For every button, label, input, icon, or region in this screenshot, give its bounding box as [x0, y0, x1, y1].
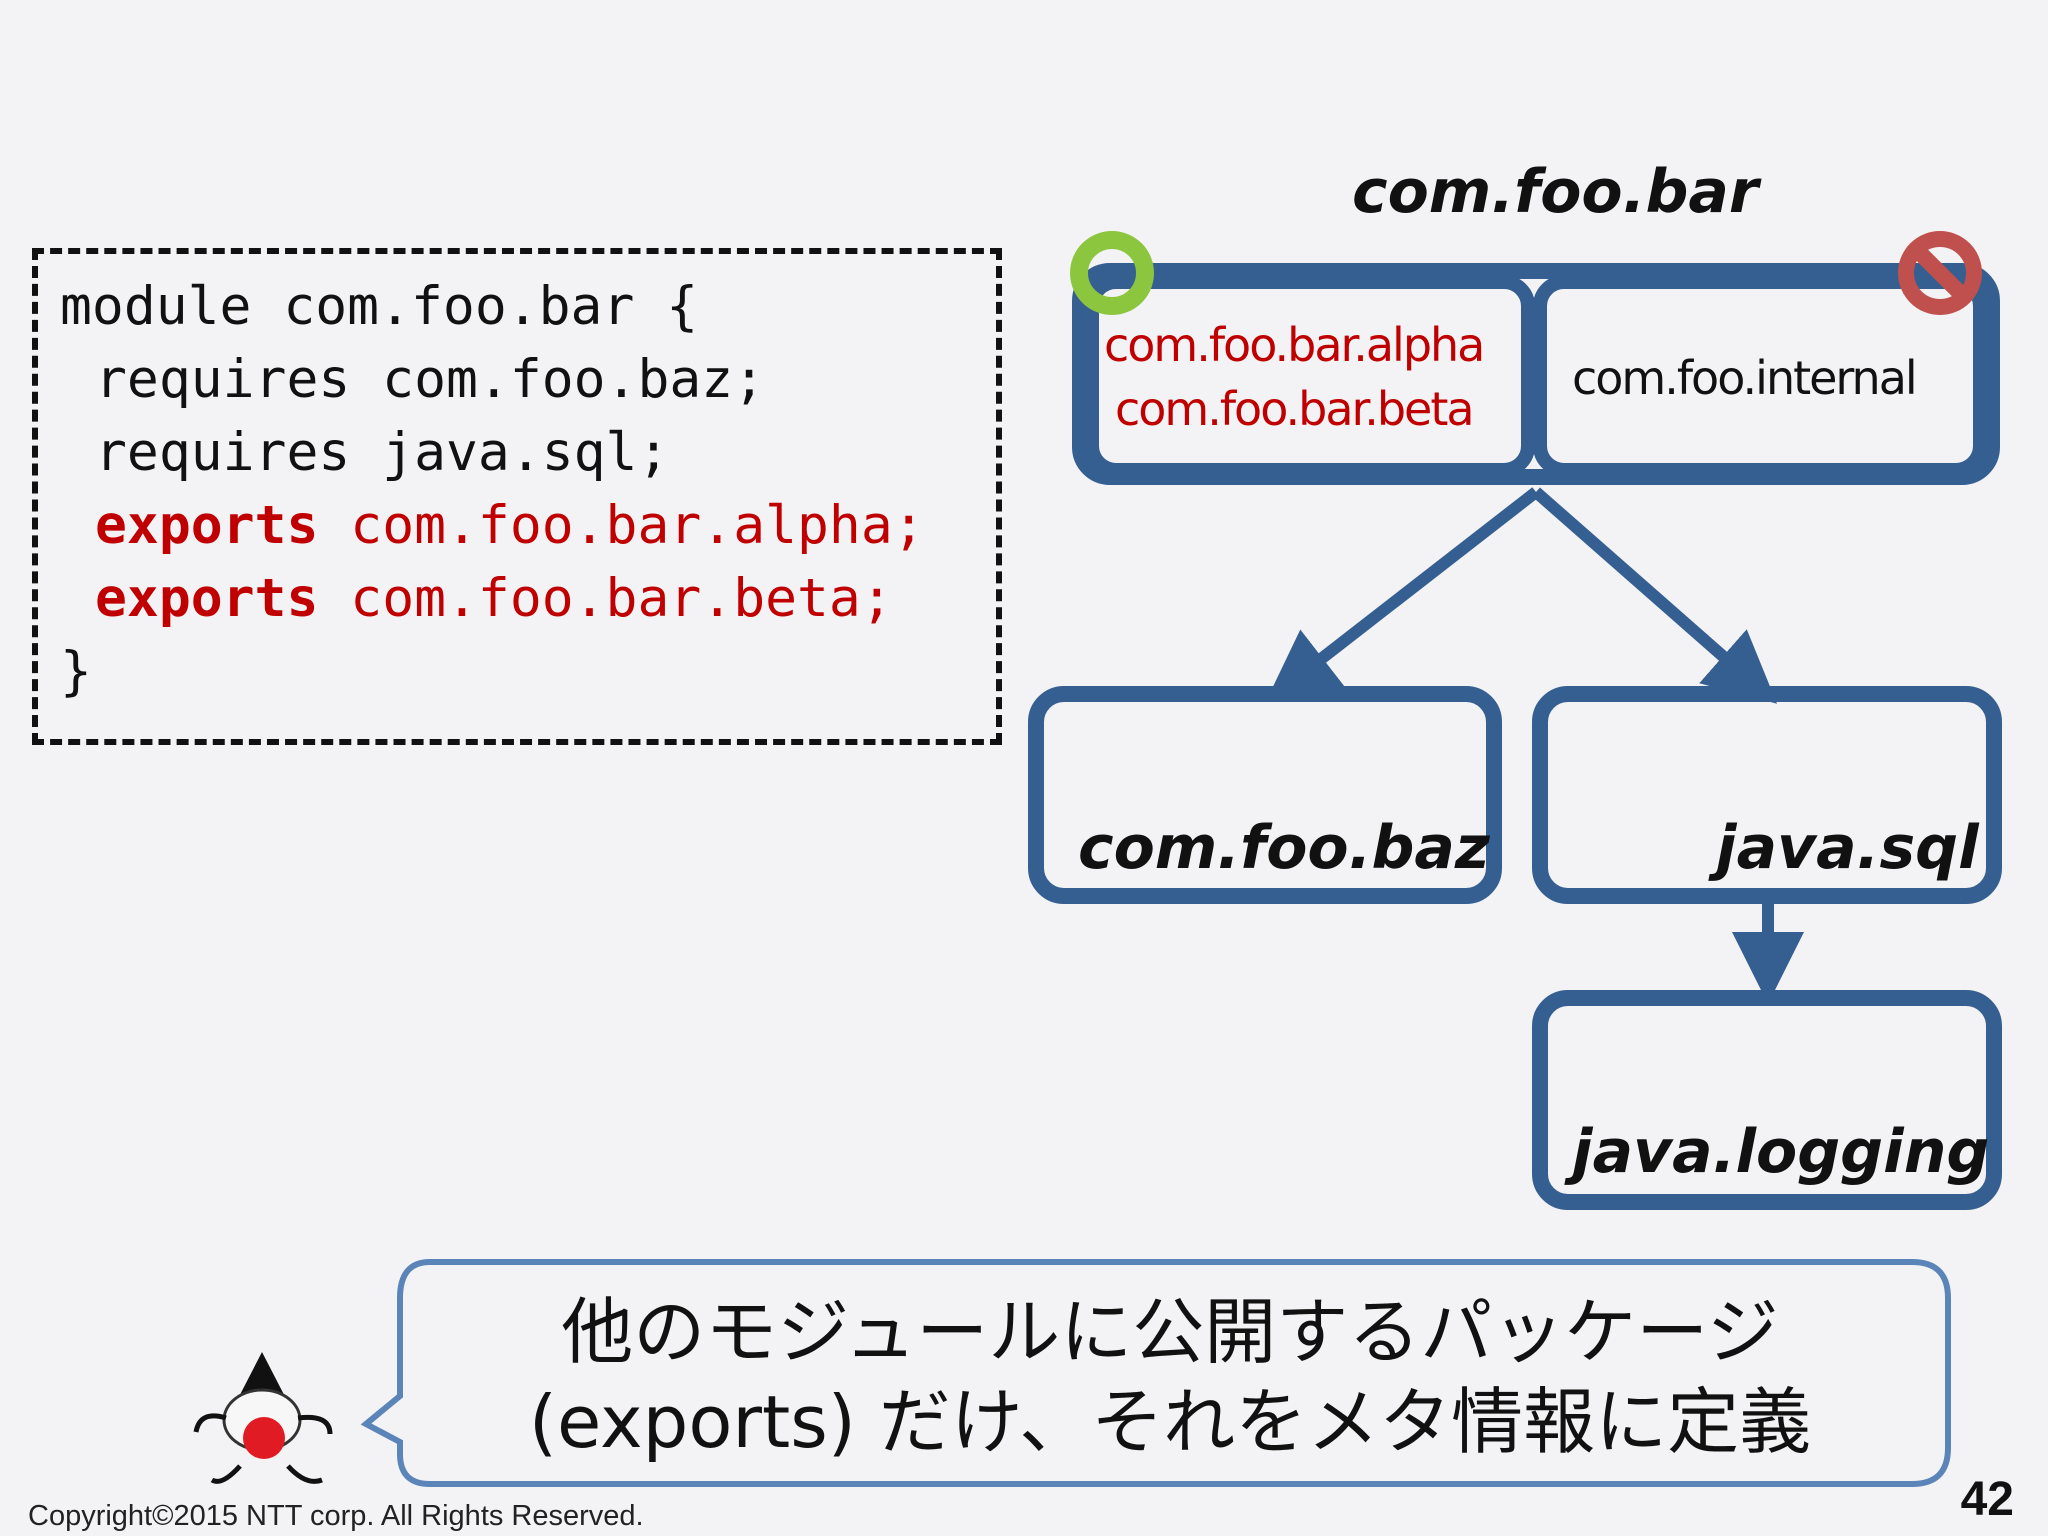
internal-package-box — [1533, 275, 1987, 477]
logging-module-box — [1532, 990, 2002, 1210]
exported-package-beta: com.foo.bar.beta — [1115, 382, 1475, 436]
main-module-box — [1072, 263, 2000, 485]
page-number: 42 — [1960, 1473, 2014, 1526]
bubble-text-line2: (exports) だけ、それをメタ情報に定義 — [528, 1380, 1812, 1464]
duke-mascot-icon — [193, 1352, 333, 1484]
internal-package-label: com.foo.internal — [1572, 351, 1918, 405]
exported-packages-box — [1085, 275, 1535, 477]
code-line-requires-sql: requires java.sql; — [95, 422, 670, 483]
code-line-closing-brace: } — [60, 641, 92, 702]
exports-alpha-value: com.foo.bar.alpha; — [318, 495, 925, 556]
arrow-to-sql — [1532, 487, 1778, 704]
baz-module-box — [1028, 686, 1502, 904]
open-circle-icon — [1070, 231, 1154, 315]
bubble-text-line1: 他のモジュールに公開するパッケージ — [561, 1290, 1779, 1374]
exports-keyword: exports — [95, 568, 319, 629]
code-line-requires-baz: requires com.foo.baz; — [95, 349, 766, 410]
sql-module-label: java.sql — [1716, 813, 1979, 883]
module-declaration-code-box — [32, 248, 1002, 745]
baz-module-label: com.foo.baz — [1078, 813, 1490, 883]
speech-bubble — [360, 1259, 1951, 1487]
main-module-title: com.foo.bar — [1352, 157, 1759, 227]
copyright-notice: Copyright©2015 NTT corp. All Rights Rese… — [28, 1500, 644, 1532]
code-line-exports-alpha: exports com.foo.bar.alpha; — [95, 499, 925, 552]
sql-module-box — [1532, 686, 2002, 904]
exports-keyword: exports — [95, 495, 319, 556]
exports-beta-value: com.foo.bar.beta; — [318, 568, 893, 629]
logging-module-label: java.logging — [1572, 1117, 1990, 1187]
exported-package-alpha: com.foo.bar.alpha — [1104, 318, 1485, 372]
arrow-to-baz — [1265, 487, 1540, 703]
code-line-exports-beta: exports com.foo.bar.beta; — [95, 572, 893, 625]
no-entry-icon — [1898, 231, 1982, 315]
code-line-module: module com.foo.bar { — [60, 276, 699, 337]
